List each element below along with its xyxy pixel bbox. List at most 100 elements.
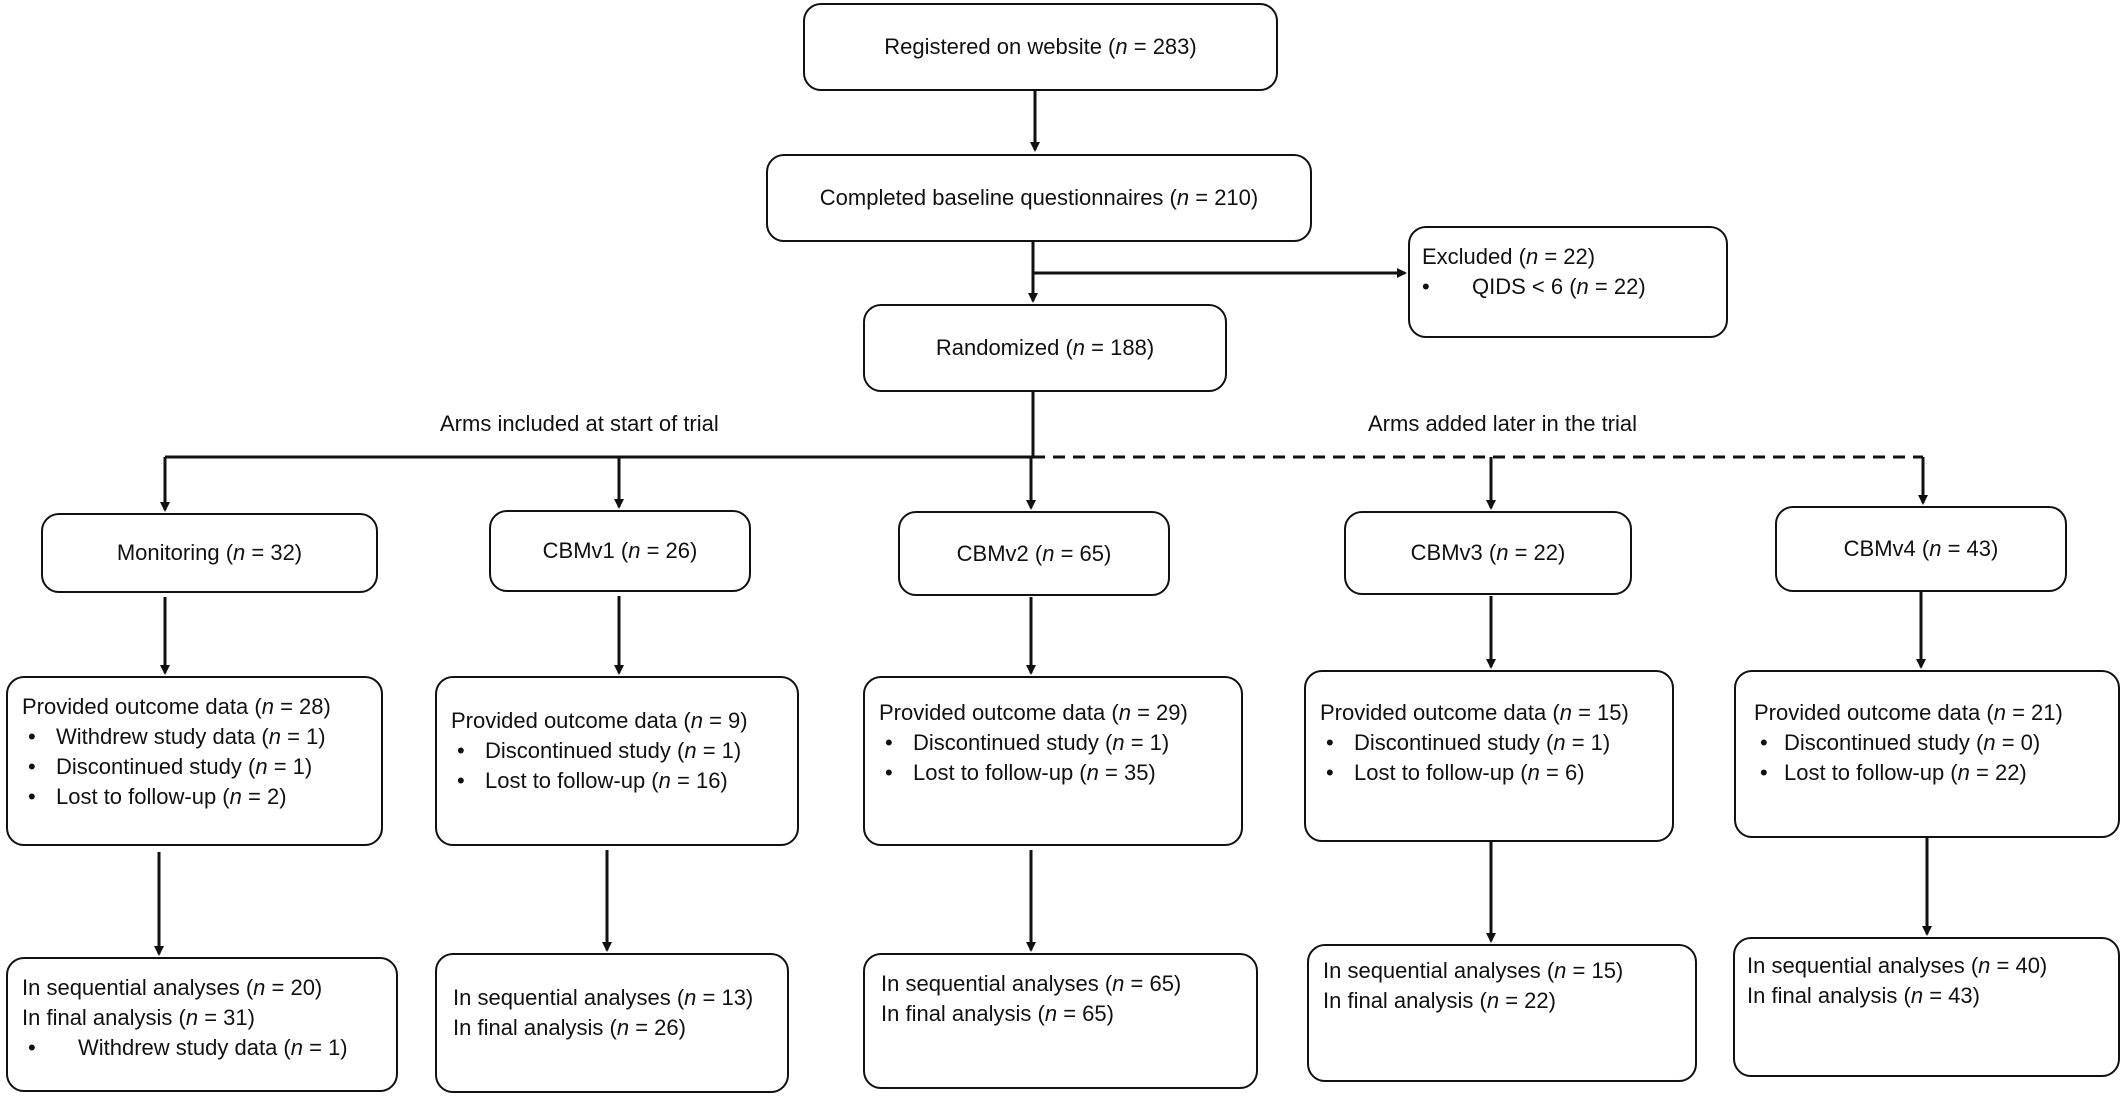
excluded-title-label: Excluded ( xyxy=(1422,244,1526,269)
outcome-item-count: = 1) xyxy=(696,738,742,763)
outcome-title-label: Provided outcome data ( xyxy=(22,694,262,719)
n-symbol: n xyxy=(1993,700,2006,725)
n-symbol: n xyxy=(233,540,246,565)
n-symbol: n xyxy=(1554,958,1567,983)
arms-later-label: Arms added later in the trial xyxy=(1368,411,1638,436)
n-symbol: n xyxy=(253,975,266,1000)
outcome-item: Discontinued study (n = 1) xyxy=(1320,728,1672,758)
n-symbol: n xyxy=(684,985,697,1010)
outcome-item-count: = 6) xyxy=(1539,760,1585,785)
baseline-count: = 210) xyxy=(1189,185,1259,210)
outcome-item-count: = 1) xyxy=(1565,730,1611,755)
registered-count: = 283) xyxy=(1127,34,1197,59)
analysis-sequential-label: In sequential analyses ( xyxy=(22,975,254,1000)
analysis-sequential-count: = 20) xyxy=(265,975,323,1000)
outcome-title: Provided outcome data (n = 29) xyxy=(879,698,1241,728)
outcome-item-count: = 0) xyxy=(1995,730,2041,755)
analysis-final-count: = 43) xyxy=(1923,983,1980,1008)
outcome-item-label: Lost to follow-up ( xyxy=(1784,760,1958,785)
arm-count: = 43) xyxy=(1941,536,1999,561)
outcome-title-label: Provided outcome data ( xyxy=(879,700,1119,725)
outcome-cbmv1-box: Provided outcome data (n = 9) Discontinu… xyxy=(435,676,799,846)
n-symbol: n xyxy=(658,768,671,793)
outcome-title-count: = 9) xyxy=(702,708,748,733)
arm-name: CBMv4 ( xyxy=(1843,536,1930,561)
n-symbol: n xyxy=(290,1035,303,1060)
analysis-sequential: In sequential analyses (n = 13) xyxy=(453,983,787,1013)
outcome-item-label: Discontinued study ( xyxy=(1784,730,1984,755)
registered-label: Registered on website ( xyxy=(884,34,1116,59)
analysis-final-label: In final analysis ( xyxy=(1323,988,1487,1013)
analysis-sequential-count: = 65) xyxy=(1124,971,1182,996)
registered-box: Registered on website (n = 283) xyxy=(803,3,1278,91)
n-symbol: n xyxy=(1525,244,1539,269)
arm-count: = 65) xyxy=(1054,540,1112,566)
outcome-title-label: Provided outcome data ( xyxy=(1754,700,1994,725)
n-symbol: n xyxy=(1112,730,1125,755)
analysis-final-label: In final analysis ( xyxy=(453,1015,617,1040)
analysis-note: Withdrew study data (n = 1) xyxy=(22,1033,396,1063)
outcome-item-label: Discontinued study ( xyxy=(56,754,256,779)
analysis-final-count: = 26) xyxy=(629,1015,686,1040)
n-symbol: n xyxy=(229,784,242,809)
baseline-label: Completed baseline questionnaires ( xyxy=(819,185,1177,210)
n-symbol: n xyxy=(1486,988,1500,1013)
arm-count: = 22) xyxy=(1508,540,1566,565)
n-symbol: n xyxy=(690,708,703,733)
arm-count: = 26) xyxy=(640,538,698,563)
analysis-cbmv3-box: In sequential analyses (n = 15) In final… xyxy=(1307,944,1697,1082)
arm-name: CBMv1 ( xyxy=(542,538,629,563)
analysis-cbmv1-box: In sequential analyses (n = 13) In final… xyxy=(435,953,789,1093)
analysis-final-count: = 31) xyxy=(198,1005,255,1030)
outcome-item-count: = 35) xyxy=(1098,760,1156,785)
baseline-box: Completed baseline questionnaires (n = 2… xyxy=(766,154,1312,242)
outcome-monitoring-box: Provided outcome data (n = 28) Withdrew … xyxy=(6,676,383,846)
randomized-label: Randomized ( xyxy=(935,335,1073,360)
analysis-sequential-label: In sequential analyses ( xyxy=(453,985,685,1010)
n-symbol: n xyxy=(255,754,268,779)
outcome-item: Lost to follow-up (n = 2) xyxy=(22,782,381,812)
n-symbol: n xyxy=(1112,971,1125,996)
analysis-final-count: = 65) xyxy=(1057,1001,1114,1026)
outcome-item: Discontinued study (n = 1) xyxy=(451,736,797,766)
n-symbol: n xyxy=(1176,185,1190,210)
randomized-box: Randomized (n = 188) xyxy=(863,304,1227,392)
outcome-item-label: Withdrew study data ( xyxy=(56,724,269,749)
analysis-final-label: In final analysis ( xyxy=(22,1005,186,1030)
outcome-item-count: = 1) xyxy=(1124,730,1170,755)
analysis-final: In final analysis (n = 26) xyxy=(453,1013,787,1043)
n-symbol: n xyxy=(1496,540,1509,565)
n-symbol: n xyxy=(1115,34,1128,59)
outcome-item-count: = 16) xyxy=(670,768,728,793)
analysis-final: In final analysis (n = 22) xyxy=(1323,986,1695,1016)
n-symbol: n xyxy=(684,738,697,763)
analysis-final-label: In final analysis ( xyxy=(1747,983,1911,1008)
n-symbol: n xyxy=(1910,983,1924,1008)
outcome-title-label: Provided outcome data ( xyxy=(1320,700,1560,725)
analysis-final: In final analysis (n = 31) xyxy=(22,1003,396,1033)
outcome-cbmv2-box: Provided outcome data (n = 29) Discontin… xyxy=(863,676,1243,846)
excluded-title-count: = 22) xyxy=(1538,244,1596,269)
outcome-title: Provided outcome data (n = 15) xyxy=(1320,698,1672,728)
outcome-item-label: Lost to follow-up ( xyxy=(913,760,1087,785)
n-symbol: n xyxy=(1978,953,1991,978)
analysis-cbmv2-box: In sequential analyses (n = 65) In final… xyxy=(863,953,1258,1089)
arm-name: CBMv2 ( xyxy=(956,540,1043,566)
outcome-item: Withdrew study data (n = 1) xyxy=(22,722,381,752)
n-symbol: n xyxy=(1118,700,1131,725)
outcome-item: Discontinued study (n = 1) xyxy=(22,752,381,782)
excluded-reason-count: = 22) xyxy=(1588,274,1646,299)
outcome-item-label: Lost to follow-up ( xyxy=(56,784,230,809)
n-symbol: n xyxy=(1072,335,1086,360)
outcome-item: Discontinued study (n = 0) xyxy=(1754,728,2118,758)
outcome-item: Discontinued study (n = 1) xyxy=(879,728,1241,758)
n-symbol: n xyxy=(268,724,281,749)
arm-cbmv4-box: CBMv4 (n = 43) xyxy=(1775,506,2067,592)
arm-cbmv1-box: CBMv1 (n = 26) xyxy=(489,510,751,592)
outcome-title-count: = 28) xyxy=(273,694,331,719)
arm-monitoring-box: Monitoring (n = 32) xyxy=(41,513,378,593)
outcome-item-label: Discontinued study ( xyxy=(913,730,1113,755)
excluded-box: Excluded (n = 22) QIDS < 6 (n = 22) xyxy=(1408,226,1728,338)
outcome-item-count: = 1) xyxy=(267,754,313,779)
